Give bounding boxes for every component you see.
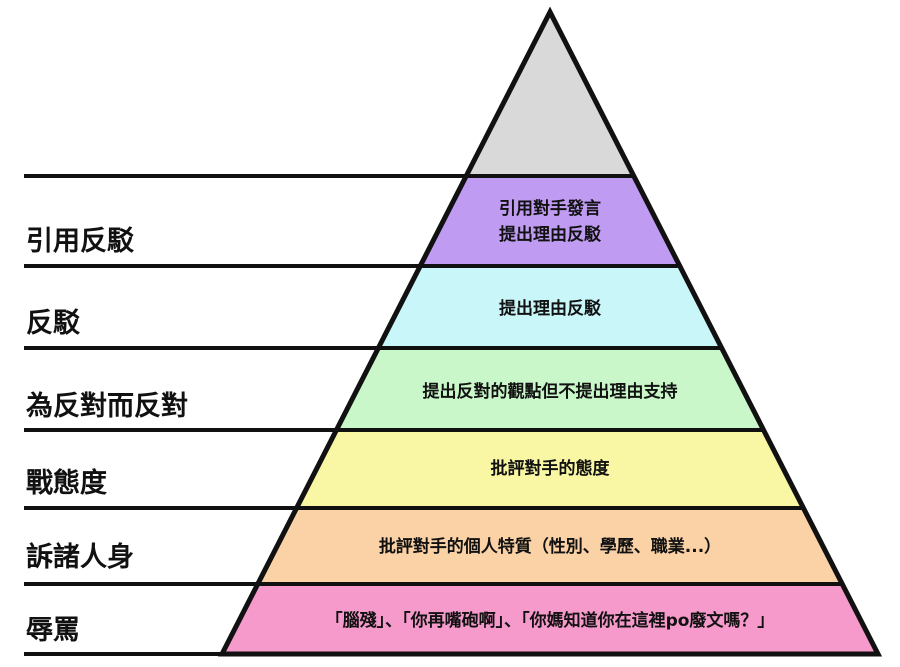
- pyramid-band-quoting-refutation: [420, 176, 680, 266]
- level-name-ad-hominem: 訴諸人身: [26, 542, 134, 573]
- description-line: 「腦殘」、「你再嘴砲啊」、「你媽知道你在這裡po廢文嗎？」: [325, 611, 775, 631]
- level-description-name-calling: 「腦殘」、「你再嘴砲啊」、「你媽知道你在這裡po廢文嗎？」: [326, 608, 775, 634]
- level-name-quoting-refutation: 引用反駁: [26, 226, 134, 257]
- pyramid-band-top: [466, 12, 634, 176]
- level-description-tone: 批評對手的態度: [491, 456, 610, 482]
- level-description-contradiction: 提出反對的觀點但不提出理由支持: [423, 379, 678, 405]
- description-line: 批評對手的態度: [490, 459, 610, 479]
- level-description-ad-hominem: 批評對手的個人特質（性別、學歷、職業...）: [379, 534, 721, 560]
- description-line: 提出理由反駁: [499, 299, 601, 319]
- level-name-name-calling: 辱罵: [26, 615, 80, 646]
- level-description-refutation: 提出理由反駁: [499, 296, 601, 322]
- description-line: 提出理由反駁: [499, 225, 601, 246]
- pyramid-band-refutation: [378, 266, 722, 348]
- level-description-quoting-refutation: 引用對手發言提出理由反駁: [499, 196, 601, 249]
- description-line: 批評對手的個人特質（性別、學歷、職業...）: [378, 537, 722, 557]
- pyramid-band-ad-hominem: [257, 508, 843, 584]
- pyramid-outline: [217, 6, 883, 657]
- description-line: 引用對手發言: [499, 199, 601, 219]
- pyramid-band-contradiction: [336, 348, 764, 430]
- level-name-contradiction: 為反對而反對: [26, 391, 188, 422]
- pyramid-band-tone: [296, 430, 804, 508]
- level-name-tone: 戰態度: [26, 468, 107, 499]
- level-name-refutation: 反駁: [26, 308, 80, 339]
- description-line: 提出反對的觀點但不提出理由支持: [422, 382, 678, 402]
- pyramid-band-name-calling: [222, 584, 878, 654]
